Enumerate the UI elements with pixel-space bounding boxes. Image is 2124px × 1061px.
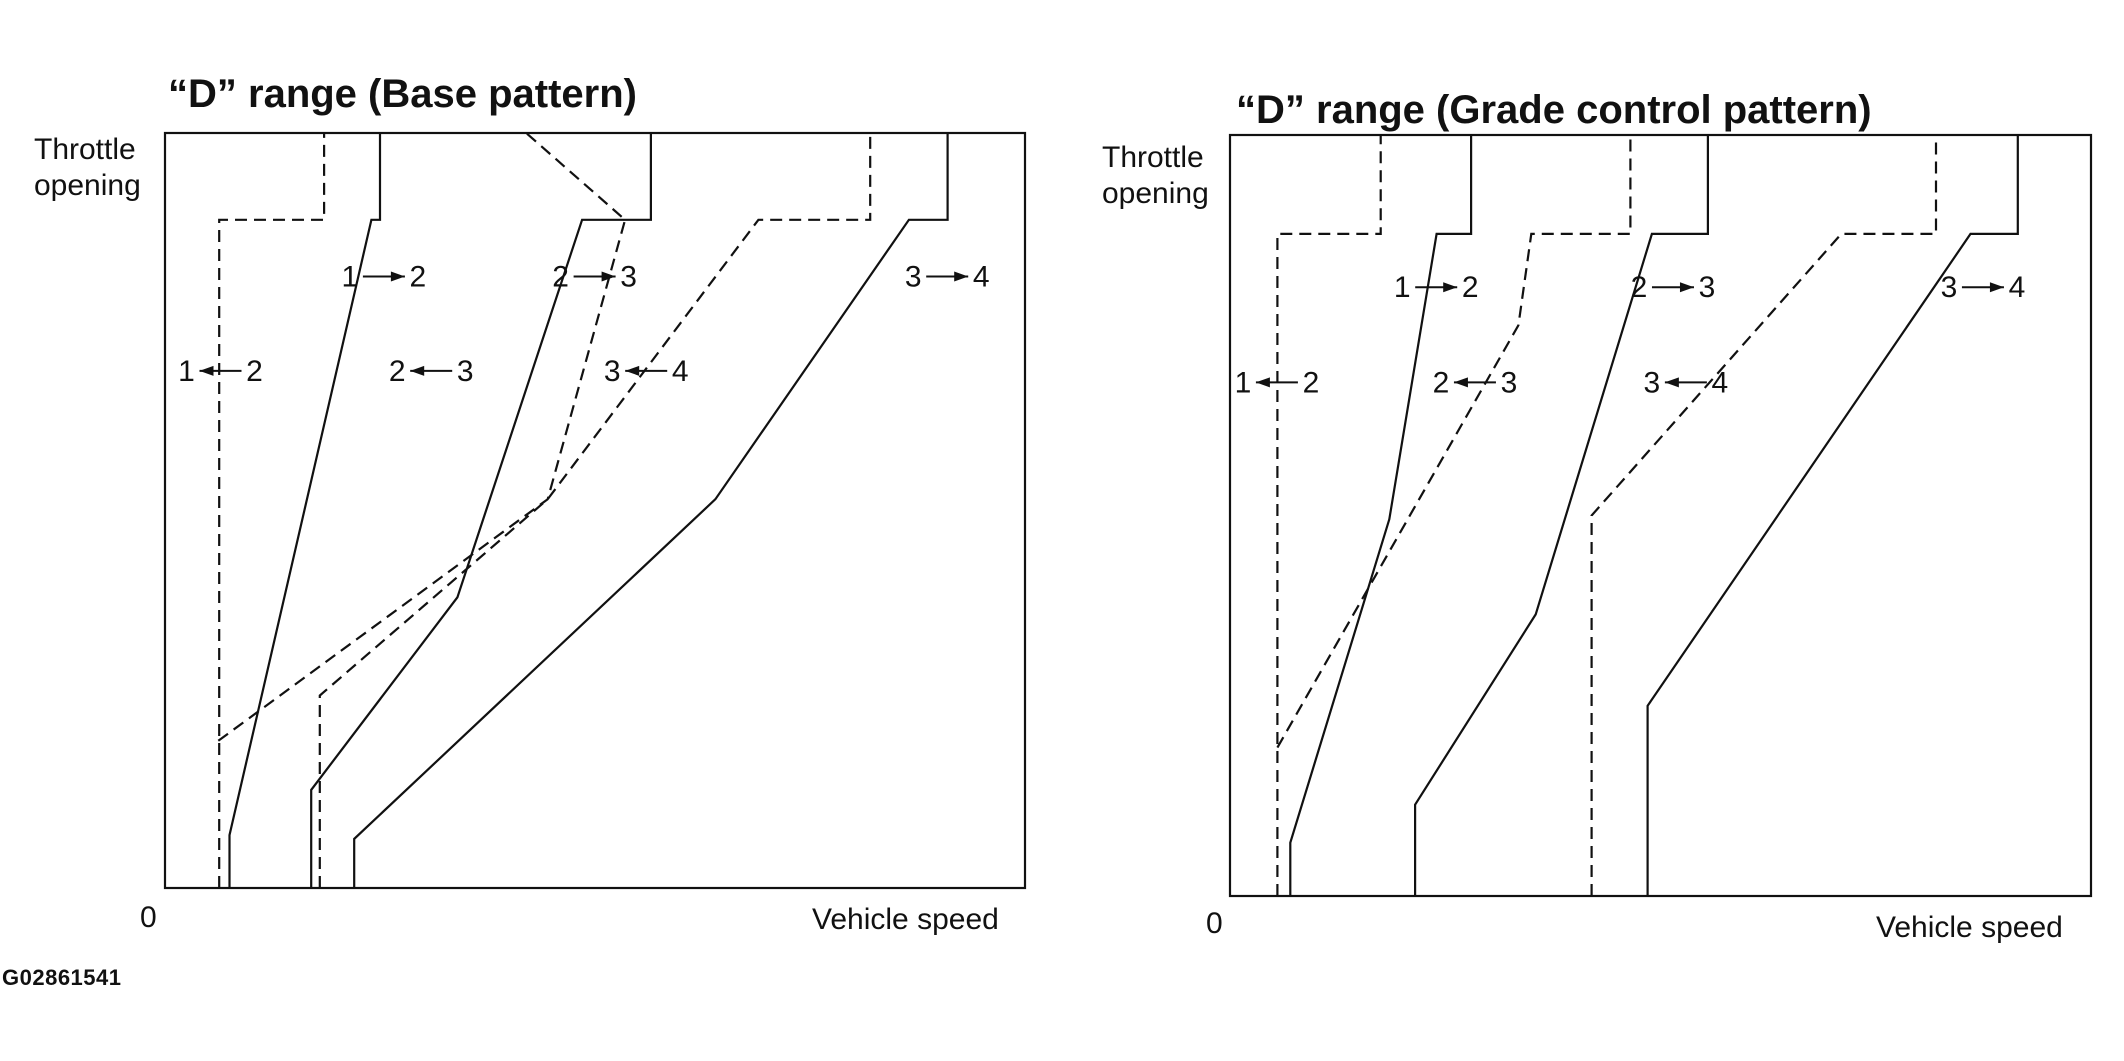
shift-line-1-1 (1276, 135, 1382, 896)
shift-line-1-0 (1289, 135, 1473, 896)
shift-label-from: 1 (342, 260, 359, 293)
shift-label-from: 3 (604, 355, 621, 388)
shift-label-to: 2 (1462, 271, 1479, 304)
figure-code: G02861541 (2, 965, 122, 990)
shift-line-0-0 (228, 133, 382, 888)
shift-label-to: 3 (457, 355, 474, 388)
shift-line-1-2 (1413, 135, 1710, 896)
xlabel-grade: Vehicle speed (1876, 911, 2063, 944)
shift-label-from: 1 (1394, 271, 1411, 304)
shift-label-to: 2 (246, 355, 263, 388)
shift-label-to: 4 (1712, 366, 1729, 399)
arrow-left-icon (1255, 377, 1270, 388)
shift-line-1-4 (1646, 135, 2019, 896)
shift-label-to: 4 (973, 260, 990, 293)
shift-label-from: 2 (552, 260, 569, 293)
shift-line-0-4 (353, 133, 949, 888)
ylabel-base: Throttle opening (34, 133, 141, 202)
xlabel-base: Vehicle speed (812, 903, 999, 936)
plot-frame-1 (1228, 133, 2093, 898)
shift-label-from: 2 (389, 355, 406, 388)
shift-label-to: 2 (410, 260, 427, 293)
shift-label-to: 3 (1699, 271, 1716, 304)
shift-label-from: 3 (1941, 271, 1958, 304)
shift-label-from: 3 (905, 260, 922, 293)
arrow-left-icon (1664, 377, 1679, 388)
shift-line-0-5 (318, 133, 872, 888)
shift-label-from: 2 (1631, 271, 1648, 304)
shift-line-0-3 (217, 132, 627, 742)
arrow-left-icon (625, 365, 640, 376)
arrow-right-icon (954, 271, 969, 282)
shift-label-from: 1 (1235, 366, 1252, 399)
shift-label-to: 3 (1501, 366, 1518, 399)
arrow-right-icon (390, 271, 405, 282)
shift-label-from: 1 (178, 355, 195, 388)
shift-line-0-1 (218, 133, 326, 888)
ylabel-grade: Throttle opening (1102, 141, 1209, 210)
arrow-right-icon (1989, 282, 2004, 293)
arrow-left-icon (1453, 377, 1468, 388)
arrow-right-icon (601, 271, 616, 282)
arrow-left-icon (199, 365, 214, 376)
shift-label-to: 4 (672, 355, 689, 388)
shift-label-to: 4 (2009, 271, 2026, 304)
shift-line-1-5 (1590, 135, 1938, 896)
arrow-right-icon (1679, 282, 1694, 293)
shift-line-0-2 (310, 133, 653, 888)
shift-label-to: 2 (1303, 366, 1320, 399)
shift-label-from: 3 (1644, 366, 1661, 399)
plot-frame-0 (163, 131, 1027, 890)
shift-label-to: 3 (620, 260, 637, 293)
chart-title-base: “D” range (Base pattern) (168, 72, 637, 116)
arrow-right-icon (1443, 282, 1458, 293)
arrow-left-icon (410, 365, 425, 376)
origin-label-grade: 0 (1206, 907, 1223, 940)
shift-line-1-3 (1276, 135, 1632, 749)
origin-label-base: 0 (140, 901, 157, 934)
shift-label-from: 2 (1433, 366, 1450, 399)
chart-title-grade: “D” range (Grade control pattern) (1236, 88, 1872, 132)
